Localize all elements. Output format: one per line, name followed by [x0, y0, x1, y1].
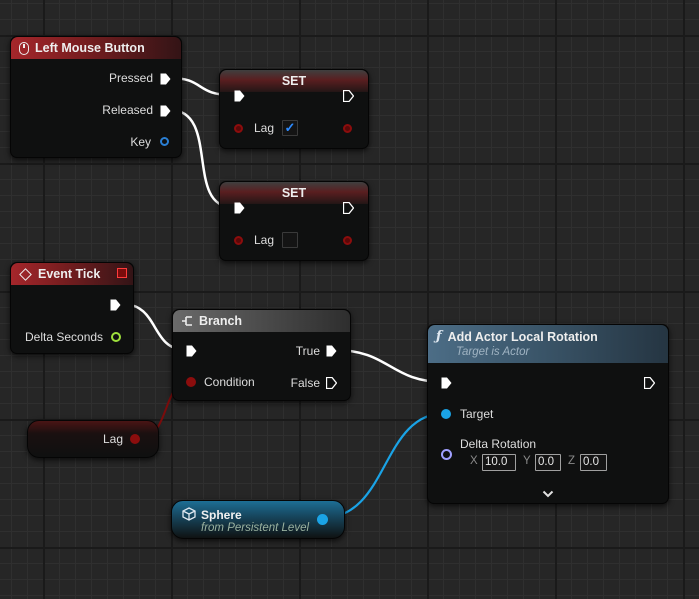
node-header: Left Mouse Button [11, 37, 181, 59]
sphere-output-pin[interactable] [317, 514, 328, 525]
key-pin[interactable] [160, 137, 169, 146]
rotation-z-label: Z [568, 455, 576, 467]
node-header: Event Tick [11, 263, 133, 285]
lag-label: Lag [102, 432, 123, 446]
lag-label: Lag [254, 121, 275, 135]
node-title: Left Mouse Button [35, 41, 145, 55]
lag-output-pin[interactable] [343, 124, 352, 133]
rotation-x-label: X [470, 455, 478, 467]
sphere-title: Sphere [201, 508, 242, 522]
lag-output-pin[interactable] [343, 236, 352, 245]
lag-label: Lag [254, 233, 275, 247]
node-title: SET [281, 74, 307, 88]
rotation-z-input[interactable]: 0.0 [580, 454, 607, 471]
node-title: SET [281, 186, 307, 200]
exec-in-pin[interactable] [234, 90, 245, 102]
exec-out-pin[interactable] [644, 377, 655, 389]
exec-in-pin[interactable] [234, 202, 245, 214]
rotation-y-label: Y [523, 455, 531, 467]
exec-in-pin[interactable] [186, 345, 197, 357]
target-label: Target [460, 407, 494, 421]
actor-icon [182, 507, 196, 526]
mouse-icon [19, 41, 29, 55]
left-mouse-button-node[interactable]: Left Mouse Button Pressed Released Key [10, 36, 182, 158]
node-title: Event Tick [38, 267, 101, 281]
node-title: Branch [199, 314, 243, 328]
branch-icon [181, 315, 193, 327]
rotation-y-input[interactable]: 0.0 [535, 454, 561, 471]
node-header: ƒ Add Actor Local Rotation [428, 325, 668, 363]
pressed-label: Pressed [108, 71, 153, 85]
lag-checkbox[interactable] [282, 232, 298, 248]
false-exec-pin[interactable] [326, 377, 337, 389]
lag-output-pin[interactable] [130, 434, 140, 444]
true-label: True [295, 344, 320, 358]
node-title: Add Actor Local Rotation [447, 330, 598, 344]
chevron-down-icon[interactable] [542, 485, 554, 503]
get-lag-node[interactable]: Lag [27, 420, 159, 458]
lag-checkbox[interactable]: ✓ [282, 120, 298, 136]
false-label: False [290, 376, 320, 390]
node-header: SET [220, 70, 368, 92]
set-lag-false-node[interactable]: SET Lag [219, 181, 369, 261]
sphere-reference-node[interactable]: Sphere from Persistent Level [171, 500, 345, 539]
node-header: Branch [173, 310, 350, 332]
rotation-x-input[interactable]: 10.0 [482, 454, 516, 471]
pressed-exec-pin[interactable] [160, 73, 171, 85]
event-tick-node[interactable]: Event Tick Delta Seconds [10, 262, 134, 354]
sphere-subtitle: from Persistent Level [201, 522, 310, 534]
node-subtitle: Target is Actor [456, 346, 530, 358]
exec-out-pin[interactable] [343, 90, 354, 102]
delta-rotation-label: Delta Rotation [460, 437, 537, 451]
branch-node[interactable]: Branch True Condition False [172, 309, 351, 401]
condition-pin[interactable] [186, 377, 196, 387]
add-actor-local-rotation-node[interactable]: ƒ Add Actor Local Rotation Target is Act… [427, 324, 669, 504]
released-label: Released [102, 103, 153, 117]
node-header: SET [220, 182, 368, 204]
set-lag-true-node[interactable]: SET Lag ✓ [219, 69, 369, 149]
target-pin[interactable] [441, 409, 451, 419]
event-icon [19, 267, 32, 281]
function-icon: ƒ [436, 329, 442, 344]
exec-out-pin[interactable] [343, 202, 354, 214]
lag-input-pin[interactable] [234, 124, 243, 133]
delta-seconds-label: Delta Seconds [25, 330, 104, 344]
true-exec-pin[interactable] [326, 345, 337, 357]
delegate-pin-icon[interactable] [117, 268, 127, 278]
key-label: Key [130, 135, 151, 149]
exec-out-pin[interactable] [110, 299, 121, 311]
released-exec-pin[interactable] [160, 105, 171, 117]
lag-input-pin[interactable] [234, 236, 243, 245]
condition-label: Condition [204, 375, 255, 389]
delta-rotation-pin[interactable] [441, 449, 452, 460]
delta-seconds-pin[interactable] [111, 332, 121, 342]
exec-in-pin[interactable] [441, 377, 452, 389]
